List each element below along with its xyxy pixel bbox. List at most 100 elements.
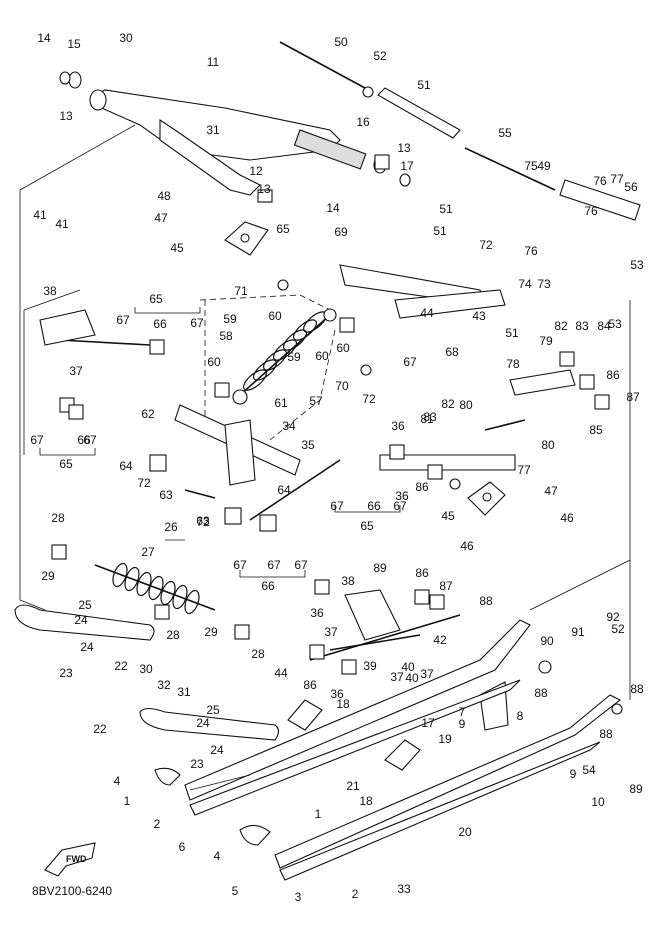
callout-82: 82: [441, 397, 455, 411]
callout-88: 88: [479, 594, 493, 608]
callout-67: 67: [393, 499, 407, 513]
callout-79: 79: [539, 334, 553, 348]
callout-60: 60: [207, 355, 221, 369]
callout-51: 51: [417, 78, 431, 92]
callout-6: 6: [179, 840, 186, 854]
callout-75: 75: [524, 159, 538, 173]
callout-47: 47: [544, 484, 558, 498]
callout-85: 85: [589, 423, 603, 437]
callout-51: 51: [433, 224, 447, 238]
callout-17: 17: [400, 159, 414, 173]
callout-65: 65: [360, 519, 374, 533]
callout-42: 42: [433, 633, 447, 647]
callout-18: 18: [336, 697, 350, 711]
callout-88: 88: [630, 682, 644, 696]
callout-14: 14: [37, 31, 51, 45]
callout-86: 86: [415, 566, 429, 580]
callout-7: 7: [459, 705, 466, 719]
callout-83: 83: [423, 410, 437, 424]
callout-35: 35: [301, 438, 315, 452]
callout-55: 55: [498, 126, 512, 140]
callout-28: 28: [51, 511, 65, 525]
callout-15: 15: [67, 37, 81, 51]
callout-92: 92: [606, 610, 620, 624]
callout-23: 23: [59, 666, 73, 680]
callout-63: 63: [196, 514, 210, 528]
callout-25: 25: [206, 703, 220, 717]
callout-69: 69: [334, 225, 348, 239]
callout-38: 38: [43, 284, 57, 298]
callout-72: 72: [137, 476, 151, 490]
callout-83: 83: [575, 319, 589, 333]
callout-60: 60: [315, 349, 329, 363]
callout-2: 2: [352, 887, 359, 901]
callout-36: 36: [310, 606, 324, 620]
callout-72: 72: [196, 515, 210, 529]
callout-66: 66: [261, 579, 275, 593]
callout-24: 24: [74, 613, 88, 627]
callout-60: 60: [336, 341, 350, 355]
callout-87: 87: [626, 390, 640, 404]
diagram-code: 8BV2100-6240: [32, 884, 113, 898]
callout-8: 8: [517, 709, 524, 723]
callout-60: 60: [268, 309, 282, 323]
callout-44: 44: [420, 306, 434, 320]
callout-50: 50: [334, 35, 348, 49]
callout-77: 77: [517, 463, 531, 477]
callout-45: 45: [441, 509, 455, 523]
callout-22: 22: [114, 659, 128, 673]
callout-89: 89: [373, 561, 387, 575]
callout-68: 68: [445, 345, 459, 359]
callout-37: 37: [420, 667, 434, 681]
callout-67: 67: [116, 313, 130, 327]
callout-33: 33: [397, 882, 411, 896]
callout-21: 21: [346, 779, 360, 793]
shafts-and-arms: [39, 264, 576, 661]
callout-1: 1: [124, 794, 131, 808]
callout-90: 90: [540, 634, 554, 648]
callout-40: 40: [405, 671, 419, 685]
callout-25: 25: [78, 598, 92, 612]
callout-45: 45: [170, 241, 184, 255]
callout-13: 13: [257, 182, 271, 196]
callout-62: 62: [141, 407, 155, 421]
callout-67: 67: [233, 558, 247, 572]
callout-66: 66: [77, 433, 91, 447]
ski-runners: [14, 604, 280, 846]
callout-88: 88: [599, 727, 613, 741]
frame-guide-lines: [19, 124, 631, 700]
callout-13: 13: [397, 141, 411, 155]
callout-4: 4: [214, 849, 221, 863]
callout-63: 63: [159, 488, 173, 502]
callout-73: 73: [537, 277, 551, 291]
callout-13: 13: [59, 109, 73, 123]
slide-rails: [184, 619, 622, 881]
upper-rods: [279, 41, 641, 221]
callout-36: 36: [391, 419, 405, 433]
callout-41: 41: [33, 208, 47, 222]
callout-65: 65: [149, 292, 163, 306]
callout-38: 38: [341, 574, 355, 588]
callout-80: 80: [541, 438, 555, 452]
callout-36: 36: [395, 489, 409, 503]
callout-67: 67: [267, 558, 281, 572]
callout-57: 57: [309, 394, 323, 408]
callout-61: 61: [274, 396, 288, 410]
callout-39: 39: [363, 659, 377, 673]
callout-47: 47: [154, 211, 168, 225]
callout-36: 36: [330, 687, 344, 701]
callout-53: 53: [608, 317, 622, 331]
callout-67: 67: [294, 558, 308, 572]
callout-19: 19: [438, 732, 452, 746]
callout-54: 54: [582, 763, 596, 777]
callout-51: 51: [505, 326, 519, 340]
callout-26: 26: [164, 520, 178, 534]
shock-absorber-lower: [94, 562, 216, 615]
callout-40: 40: [401, 660, 415, 674]
fwd-arrow: FWD: [44, 842, 96, 877]
callout-88: 88: [534, 686, 548, 700]
callout-17: 17: [421, 716, 435, 730]
callout-9: 9: [570, 767, 577, 781]
callout-4: 4: [114, 774, 121, 788]
